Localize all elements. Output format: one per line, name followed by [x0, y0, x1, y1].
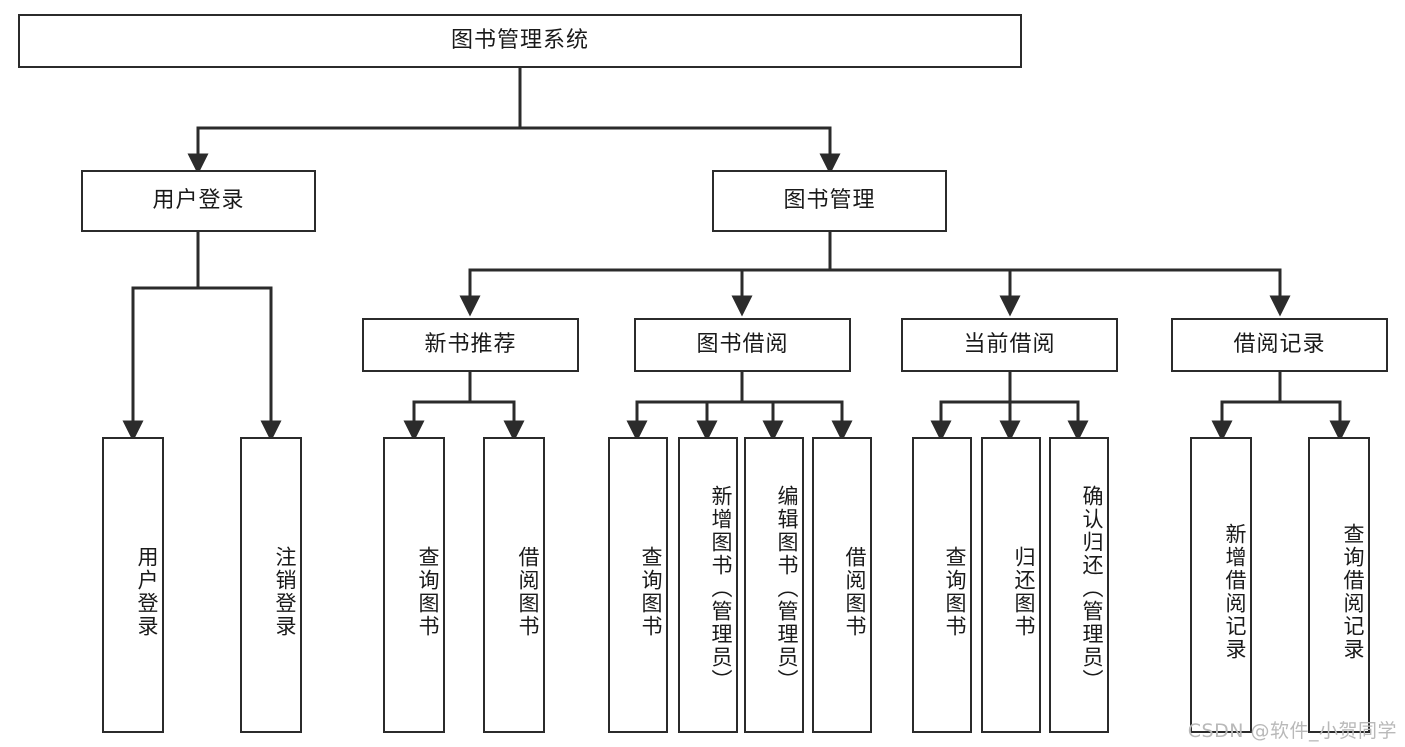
node-root-label: 图书管理系统 — [450, 27, 589, 53]
leaf-book-borrow-edit-label: 编辑图书（管理员） — [775, 484, 799, 692]
leaf-current-borrow-return[interactable]: 归还图书 — [981, 437, 1041, 733]
leaf-current-borrow-query[interactable]: 查询图书 — [912, 437, 972, 733]
node-book-management[interactable]: 图书管理 — [712, 170, 947, 232]
node-book-borrow-label: 图书借阅 — [696, 331, 789, 357]
leaf-book-borrow-borrow[interactable]: 借阅图书 — [812, 437, 872, 733]
leaf-book-borrow-add-label: 新增图书（管理员） — [709, 484, 733, 692]
leaf-new-book-query-label: 查询图书 — [416, 546, 440, 638]
leaf-borrow-record-add-label: 新增借阅记录 — [1223, 523, 1247, 661]
leaf-borrow-record-query[interactable]: 查询借阅记录 — [1308, 437, 1370, 733]
leaf-new-book-borrow[interactable]: 借阅图书 — [483, 437, 545, 733]
node-new-book-recommend-label: 新书推荐 — [424, 331, 517, 357]
node-book-borrow[interactable]: 图书借阅 — [634, 318, 851, 372]
node-current-borrow-label: 当前借阅 — [963, 331, 1056, 357]
leaf-current-borrow-confirm[interactable]: 确认归还（管理员） — [1049, 437, 1109, 733]
leaf-borrow-record-query-label: 查询借阅记录 — [1341, 523, 1365, 661]
leaf-borrow-record-add[interactable]: 新增借阅记录 — [1190, 437, 1252, 733]
node-user-login-label: 用户登录 — [152, 187, 245, 213]
leaf-new-book-borrow-label: 借阅图书 — [516, 546, 540, 638]
leaf-book-borrow-query-label: 查询图书 — [639, 546, 663, 638]
leaf-current-borrow-query-label: 查询图书 — [943, 546, 967, 638]
leaf-current-borrow-confirm-label: 确认归还（管理员） — [1080, 484, 1104, 692]
leaf-current-borrow-return-label: 归还图书 — [1012, 546, 1036, 638]
leaf-new-book-query[interactable]: 查询图书 — [383, 437, 445, 733]
node-borrow-record-label: 借阅记录 — [1233, 331, 1326, 357]
leaf-book-borrow-query[interactable]: 查询图书 — [608, 437, 668, 733]
leaf-user-login-logout-label: 注销登录 — [273, 546, 297, 638]
node-current-borrow[interactable]: 当前借阅 — [901, 318, 1118, 372]
node-root[interactable]: 图书管理系统 — [18, 14, 1022, 68]
leaf-book-borrow-borrow-label: 借阅图书 — [843, 546, 867, 638]
node-new-book-recommend[interactable]: 新书推荐 — [362, 318, 579, 372]
leaf-user-login-login-label: 用户登录 — [135, 546, 159, 638]
leaf-book-borrow-add[interactable]: 新增图书（管理员） — [678, 437, 738, 733]
leaf-user-login-login[interactable]: 用户登录 — [102, 437, 164, 733]
node-book-management-label: 图书管理 — [783, 187, 876, 213]
leaf-user-login-logout[interactable]: 注销登录 — [240, 437, 302, 733]
node-user-login[interactable]: 用户登录 — [81, 170, 316, 232]
node-borrow-record[interactable]: 借阅记录 — [1171, 318, 1388, 372]
leaf-book-borrow-edit[interactable]: 编辑图书（管理员） — [744, 437, 804, 733]
